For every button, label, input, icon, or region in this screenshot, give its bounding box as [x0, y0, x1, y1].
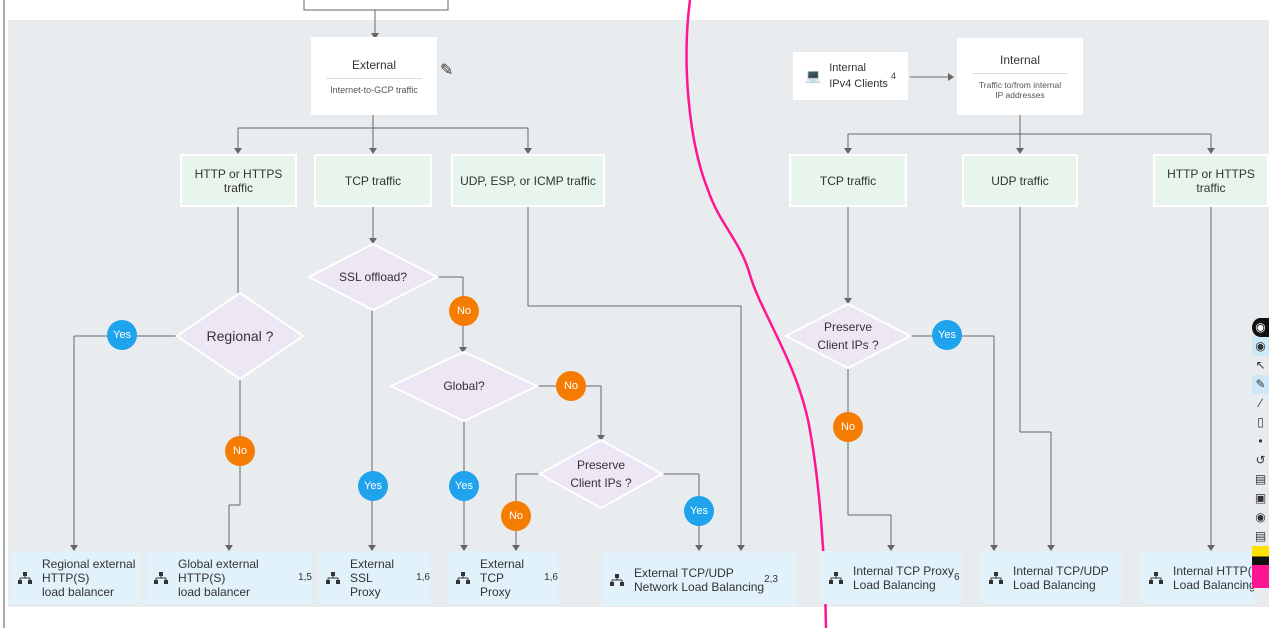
trash-icon[interactable]: ▤	[1254, 472, 1267, 486]
decision-regional-label: Regional ?	[206, 328, 274, 344]
external-subtitle: Internet-to-GCP traffic	[330, 84, 418, 95]
color-swatch-icon[interactable]	[1252, 546, 1269, 588]
traffic-tcp-external: TCP traffic	[314, 154, 432, 207]
load-balancer-icon	[610, 573, 624, 586]
camera-icon[interactable]: ◉	[1255, 510, 1266, 524]
arrowheads	[70, 33, 1215, 551]
external-title: External	[351, 57, 397, 72]
eraser-icon[interactable]: ▯	[1257, 415, 1264, 429]
result-external-tcp-proxy: External TCP Proxy 1,6	[448, 551, 558, 604]
clipboard-icon[interactable]: ▤	[1254, 529, 1267, 543]
result-regional-external-https: Regional external HTTP(S) load balancer	[10, 551, 140, 604]
no-badge: No	[501, 501, 531, 531]
decision-ssl	[306, 242, 440, 312]
result-label: External TCP/UDP Network Load Balancing	[634, 565, 765, 594]
result-label: External TCP Proxy	[480, 556, 525, 599]
annotation-toolbar: ◉ ◉ ↖ ✎ ∕ ▯ • ↺ ▤ ▣ ◉ ▤	[1252, 318, 1269, 608]
result-footnote: 1,6	[544, 571, 558, 583]
yes-badge: Yes	[449, 471, 479, 501]
decision-preserve-int-label: Preserve Client IPs ?	[817, 320, 879, 352]
cursor-icon[interactable]: ↖	[1255, 358, 1266, 372]
laptop-icon: 💻	[805, 68, 822, 83]
traffic-tcp-internal: TCP traffic	[789, 154, 907, 207]
clients-footnote: 4	[890, 71, 896, 81]
yes-badge: Yes	[932, 320, 962, 350]
traffic-http-external: HTTP or HTTPS traffic	[180, 154, 297, 207]
traffic-label: HTTP or HTTPS traffic	[194, 166, 283, 195]
yes-badge: Yes	[684, 496, 714, 526]
traffic-label: UDP traffic	[991, 173, 1049, 188]
decision-diamonds	[175, 242, 913, 510]
traffic-udp-internal: UDP traffic	[962, 154, 1078, 207]
external-box: External Internet-to-GCP traffic	[311, 37, 437, 115]
decision-regional	[175, 291, 305, 381]
load-balancer-icon	[829, 571, 843, 584]
decision-preserve-ext	[537, 438, 665, 510]
traffic-label: HTTP or HTTPS traffic	[1167, 166, 1255, 195]
internal-box: Internal Traffic to/from internal IP add…	[957, 38, 1083, 115]
clients-box: 💻 Internal IPv4 Clients 4	[793, 52, 908, 100]
load-balancer-icon	[456, 571, 470, 584]
result-footnote: 1,6	[416, 571, 430, 583]
no-badge: No	[833, 412, 863, 442]
result-internal-https: Internal HTTP(S) Load Balancing	[1141, 551, 1254, 604]
result-internal-tcp-udp: Internal TCP/UDP Load Balancing	[981, 551, 1122, 604]
result-footnote: 2,3	[764, 573, 778, 585]
screen-icon[interactable]: ▣	[1254, 491, 1267, 505]
internal-subtitle: Traffic to/from internal IP addresses	[978, 80, 1062, 100]
load-balancer-icon	[1149, 571, 1163, 584]
yes-badge: Yes	[107, 320, 137, 350]
load-balancer-icon	[326, 571, 340, 584]
load-balancer-icon	[989, 571, 1003, 584]
result-label: Internal TCP/UDP Load Balancing	[1013, 563, 1109, 592]
eye-icon[interactable]: ◉	[1252, 337, 1269, 356]
traffic-label: TCP traffic	[344, 173, 402, 188]
result-label: Internal TCP Proxy Load Balancing	[853, 563, 954, 592]
lightbulb-icon[interactable]: ◉	[1252, 318, 1269, 337]
result-footnote: 1,5	[298, 571, 312, 583]
load-balancer-icon	[18, 571, 32, 584]
traffic-http-internal: HTTP or HTTPS traffic	[1153, 154, 1269, 207]
decision-global-label: Global?	[443, 379, 485, 393]
internal-title: Internal	[999, 53, 1041, 67]
traffic-label: UDP, ESP, or ICMP traffic	[460, 173, 596, 188]
no-badge: No	[449, 296, 479, 326]
result-label: External SSL Proxy	[350, 556, 395, 599]
result-label: Global external HTTP(S) load balancer	[178, 556, 259, 599]
load-balancer-icon	[154, 571, 168, 584]
result-label: Internal HTTP(S) Load Balancing	[1173, 563, 1254, 592]
result-external-ssl-proxy: External SSL Proxy 1,6	[318, 551, 430, 604]
decision-global	[388, 350, 540, 423]
separator	[326, 77, 422, 79]
undo-icon[interactable]: ↺	[1255, 453, 1266, 467]
decision-preserve-int	[783, 302, 913, 370]
decision-preserve-ext-label: Preserve Client IPs ?	[570, 458, 632, 490]
no-badge: No	[225, 436, 255, 466]
no-badge: No	[556, 371, 586, 401]
dot-icon[interactable]: •	[1258, 434, 1263, 448]
result-global-external-https: Global external HTTP(S) load balancer 1,5	[146, 551, 312, 604]
line-icon[interactable]: ∕	[1259, 396, 1262, 410]
pen-icon[interactable]: ✎	[1252, 375, 1269, 394]
decision-ssl-label: SSL offload?	[338, 270, 408, 284]
yes-badge: Yes	[358, 471, 388, 501]
result-footnote: 6	[953, 571, 960, 583]
traffic-label: TCP traffic	[819, 173, 877, 188]
traffic-udp-external: UDP, ESP, or ICMP traffic	[451, 154, 605, 207]
clients-label: Internal IPv4 Clients	[829, 62, 888, 90]
separator	[972, 73, 1068, 74]
result-label: Regional external HTTP(S) load balancer	[42, 556, 136, 599]
pencil-cursor-icon: ✎	[440, 62, 454, 79]
